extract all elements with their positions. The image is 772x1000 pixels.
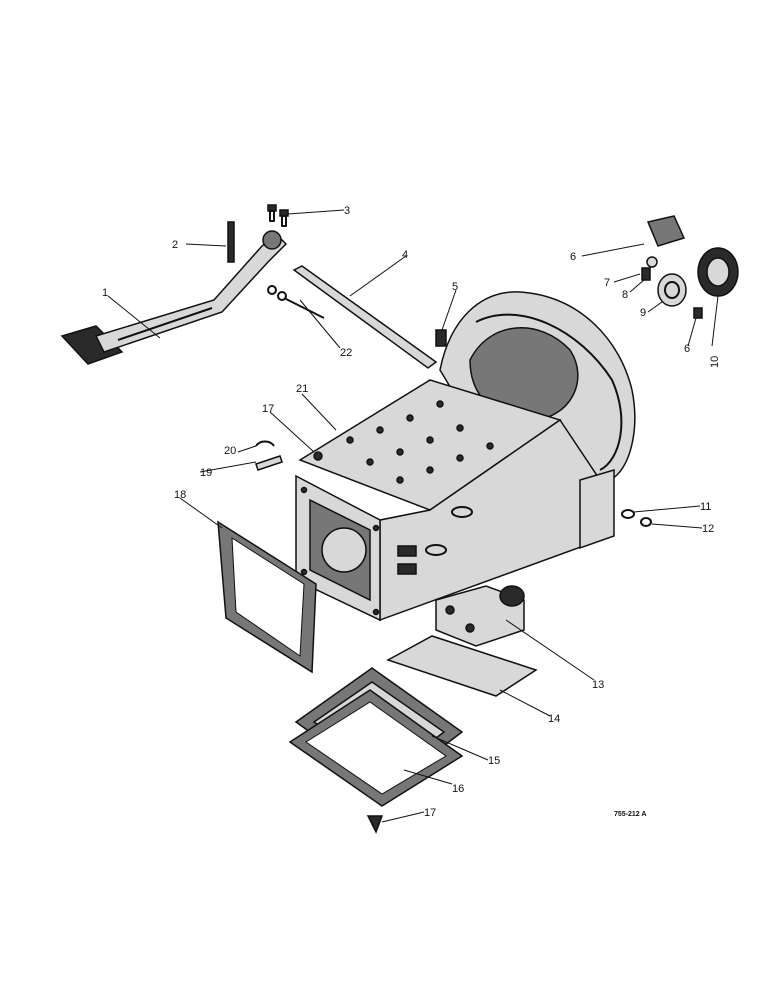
reference-code: 755-212 A [614,811,646,818]
small-plug-part-upper [313,451,323,461]
callout-5: 5 [452,281,458,293]
plug-part [435,329,447,347]
linkage-part [267,285,325,319]
callout-12: 12 [702,523,714,535]
callout-20: 20 [224,445,236,457]
callout-4: 4 [402,249,408,261]
callout-3: 3 [344,205,350,217]
bottom-gasket-part [288,689,464,807]
callout-2: 2 [172,239,178,251]
callout-6b: 6 [684,343,690,355]
bolts-part [267,204,289,227]
front-gasket-part [217,520,317,674]
release-bearing-assembly [641,215,739,319]
callout-22: 22 [340,347,352,359]
callout-15: 15 [488,755,500,767]
callout-9: 9 [640,307,646,319]
transmission-housing-part [295,291,636,622]
callout-16: 16 [452,783,464,795]
callout-17-upper: 17 [262,403,274,415]
shaft-rod-part [292,265,438,369]
seal-rings-parts [621,509,652,527]
callout-17-lower: 17 [424,807,436,819]
pedal-lever-part [60,221,288,365]
callout-19: 19 [200,467,212,479]
callout-10: 10 [709,356,721,368]
callout-6: 6 [570,251,576,263]
pto-housing-part [435,585,525,647]
leader-lines [107,209,719,823]
callout-8: 8 [622,289,628,301]
callout-1: 1 [102,287,108,299]
callout-13: 13 [592,679,604,691]
callout-11: 11 [700,501,711,513]
callout-21: 21 [296,383,308,395]
cover-plate-part [386,635,538,697]
callout-18: 18 [174,489,186,501]
callout-labels: 1 2 3 4 5 6 7 8 9 10 6 11 12 13 14 15 16… [102,205,721,819]
callout-14: 14 [548,713,560,725]
clip-and-pin-parts [255,440,283,471]
callout-7: 7 [604,277,610,289]
small-plug-part-lower [366,815,384,834]
